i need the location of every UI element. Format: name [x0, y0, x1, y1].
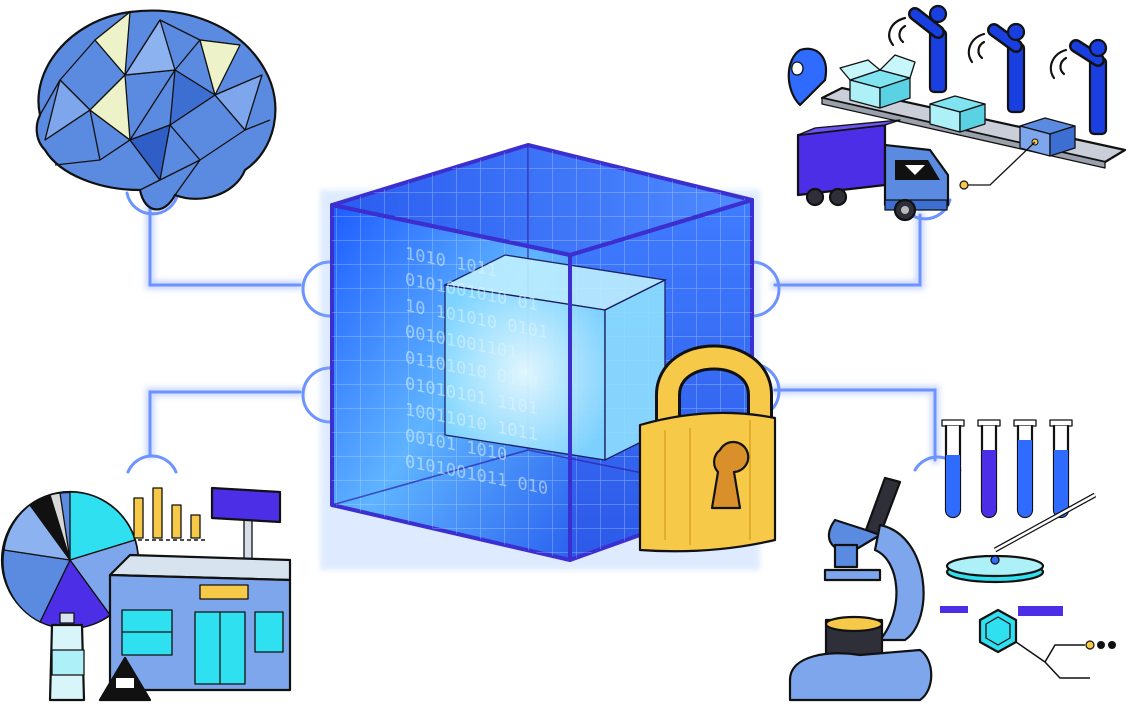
- connector-logistics: [773, 213, 922, 287]
- ai-brain-icon: [35, 9, 277, 211]
- store-sign: [210, 486, 282, 561]
- test-tubes-icon: [941, 419, 1073, 519]
- bar-chart-icon: [133, 487, 205, 541]
- robot-arms: [888, 4, 1108, 136]
- connector-retail: [148, 390, 302, 457]
- microscope-icon: [788, 476, 933, 702]
- delivery-truck-icon: [796, 119, 950, 222]
- retail-analytics-scene: [0, 486, 292, 702]
- water-bottle-icon: [48, 612, 86, 702]
- store-building-icon: [108, 553, 292, 692]
- molecule-icon: [940, 606, 1116, 679]
- location-pin-icon: [787, 47, 828, 107]
- package-box-open: [839, 54, 916, 109]
- package-box-tracked: [1019, 117, 1076, 157]
- connector-brain: [148, 198, 302, 287]
- laboratory-scene: [788, 419, 1116, 702]
- snack-triangle-icon: [98, 656, 152, 702]
- package-box: [929, 95, 986, 133]
- connector-lab: [773, 388, 937, 462]
- padlock-icon: [638, 344, 777, 553]
- logistics-scene: [787, 4, 1127, 222]
- petri-dish-icon: [945, 492, 1097, 584]
